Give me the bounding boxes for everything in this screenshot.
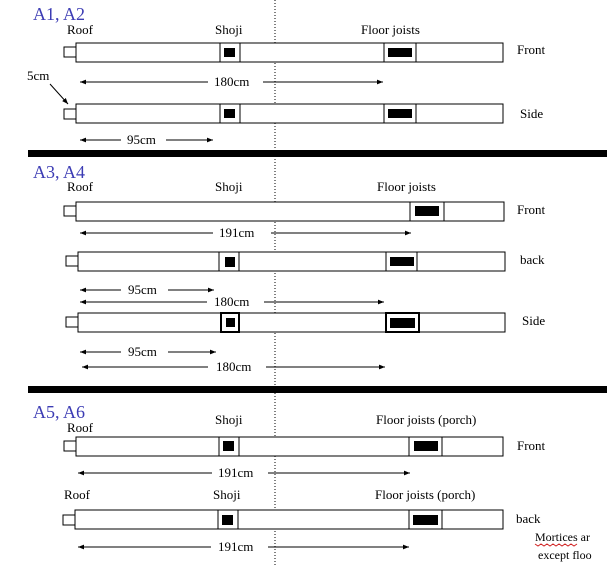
beam-back	[62, 509, 504, 530]
mortices-note-line1: Mortices ar	[535, 530, 590, 544]
spellcheck-underline	[534, 543, 578, 547]
shoji-mortise	[223, 441, 234, 451]
shoji-mortise	[222, 515, 233, 525]
floor-joists-label: Floor joists	[377, 179, 436, 194]
tenon	[63, 46, 77, 58]
roof-label: Roof	[67, 420, 94, 435]
floor-mortise	[390, 257, 414, 266]
dimension-label-191cm: 191cm	[219, 225, 254, 240]
section-divider	[28, 150, 607, 157]
mortices-rest: ar	[578, 530, 590, 544]
roof-label: Roof	[67, 179, 94, 194]
beam-front	[63, 201, 505, 222]
beam-body	[75, 436, 504, 457]
callout-5cm: 5cm	[27, 68, 49, 83]
floor-mortise	[390, 318, 415, 328]
floor-joists-label: Floor joists (porch)	[375, 487, 475, 502]
section-heading-a1-a2: A1, A2	[33, 4, 85, 24]
dimension-label-95cm: 95cm	[127, 132, 156, 147]
floor-mortise	[414, 441, 438, 451]
tenon	[65, 255, 79, 267]
beam-label-side: Side	[520, 106, 543, 121]
roof-label: Roof	[64, 487, 91, 502]
tenon	[63, 108, 77, 120]
beam-front	[63, 42, 504, 63]
tenon	[63, 205, 77, 217]
dimension-label-180cm: 180cm	[216, 359, 251, 374]
beam-side	[63, 103, 504, 124]
shoji-label: Shoji	[215, 179, 243, 194]
beam-label-front: Front	[517, 42, 546, 57]
dimension-label-95cm: 95cm	[128, 282, 157, 297]
tenon	[62, 514, 76, 526]
beam-label-front: Front	[517, 202, 546, 217]
beam-body	[75, 42, 504, 63]
shoji-label: Shoji	[215, 22, 243, 37]
dimension-label-180cm: 180cm	[214, 294, 249, 309]
floor-mortise	[388, 48, 412, 57]
beam-body	[77, 312, 506, 333]
floor-joists-label: Floor joists	[361, 22, 420, 37]
beam-label-back: back	[520, 252, 545, 267]
beam-body	[74, 509, 504, 530]
floor-joists-label: Floor joists (porch)	[376, 412, 476, 427]
shoji-label: Shoji	[215, 412, 243, 427]
dimension-label-95cm: 95cm	[128, 344, 157, 359]
shoji-mortise	[225, 257, 235, 267]
dimension-label-191cm: 191cm	[218, 539, 253, 554]
beam-front	[63, 436, 504, 457]
dimension-label-191cm: 191cm	[218, 465, 253, 480]
tenon	[63, 440, 77, 452]
tenon	[65, 316, 79, 328]
mortices-note-line2: except floo	[538, 548, 592, 562]
beam-label-side: Side	[522, 313, 545, 328]
shoji-mortise	[224, 48, 235, 57]
floor-mortise	[415, 206, 439, 216]
beam-label-front: Front	[517, 438, 546, 453]
beam-back	[65, 251, 506, 272]
floor-mortise	[388, 109, 412, 118]
beam-body	[75, 103, 504, 124]
floor-mortise	[413, 515, 438, 525]
mortices-word: Mortices	[535, 530, 578, 544]
section-divider	[28, 386, 607, 393]
section-heading-a5-a6: A5, A6	[33, 402, 85, 422]
shoji-mortise	[226, 318, 235, 327]
roof-label: Roof	[67, 22, 94, 37]
shoji-mortise	[224, 109, 235, 118]
beam-side	[65, 312, 506, 333]
beam-body	[77, 251, 506, 272]
callout-arrow	[49, 83, 69, 105]
section-heading-a3-a4: A3, A4	[33, 162, 85, 182]
shoji-label: Shoji	[213, 487, 241, 502]
beam-body	[75, 201, 505, 222]
beam-label-back: back	[516, 511, 541, 526]
dimension-label-180cm: 180cm	[214, 74, 249, 89]
